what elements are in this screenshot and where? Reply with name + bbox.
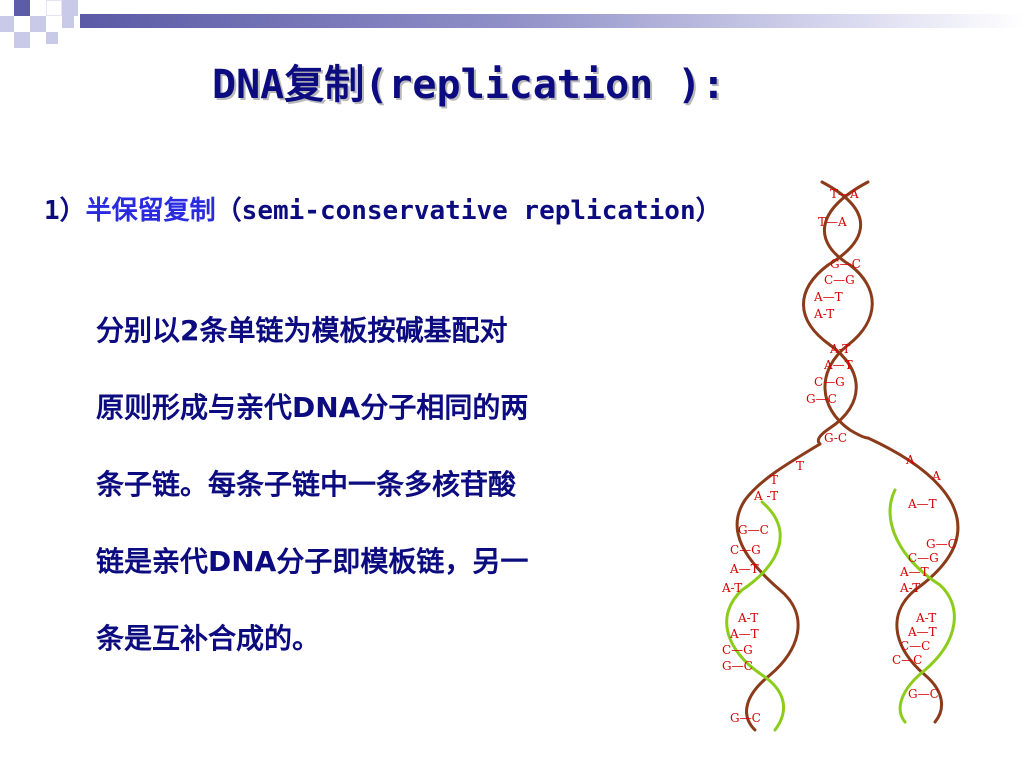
base-pair-label: A—T	[907, 625, 937, 639]
base-pair-label: C—G	[908, 551, 939, 565]
base-pair-label: G—C	[830, 257, 861, 271]
base-pair-label: C—G	[814, 375, 845, 389]
corner-decoration	[0, 0, 96, 64]
body-line: 链是亲代DNA分子即模板链，另一	[96, 545, 529, 578]
corner-square	[30, 16, 46, 32]
base-pair-label: C—G	[722, 643, 753, 657]
slide-subtitle: 1）半保留复制（semi-conservative replication）	[44, 190, 722, 227]
fork-base-label: T	[796, 459, 804, 473]
base-pair-label: G—C	[730, 711, 761, 725]
base-pair-label: T—A	[818, 215, 847, 229]
base-pair-label: A-T	[829, 342, 850, 356]
corner-square	[14, 0, 30, 16]
base-pair-label: A—T	[729, 562, 759, 576]
base-pair-label: A -T	[753, 489, 778, 503]
base-pair-label: A—T	[813, 290, 843, 304]
base-pair-label: A—T	[899, 565, 929, 579]
corner-square	[62, 0, 78, 16]
corner-square	[14, 32, 30, 48]
base-pair-label: G—C	[926, 537, 957, 551]
base-pair-label: A-T	[813, 307, 834, 321]
corner-square	[62, 16, 74, 28]
body-line: 原则形成与亲代DNA分子相同的两	[96, 391, 529, 424]
slide-title: DNA复制(replication ):	[212, 62, 726, 108]
base-pair-label: C—C	[900, 639, 930, 653]
base-pair-label: T—A	[830, 187, 859, 201]
subtitle-chinese: 半保留复制	[85, 196, 216, 226]
base-pair-label: G—C	[908, 687, 939, 701]
base-pair-label: G—C	[722, 659, 753, 673]
dna-replication-fork-figure: T—A T—A G—C C—G A—T A-T A-T A—T C—G G—C …	[721, 180, 960, 732]
left-parent-strand	[735, 442, 822, 732]
fork-base-label: A	[905, 453, 915, 467]
left-new-strand	[725, 500, 785, 732]
base-pair-label: G—C	[738, 523, 769, 537]
base-pair-label: C—G	[730, 543, 761, 557]
subtitle-number: 1）	[44, 196, 86, 226]
right-parent-strand	[866, 436, 960, 724]
corner-square	[0, 16, 14, 32]
fork-base-label: A	[931, 469, 941, 483]
fork-base-label: T	[770, 473, 778, 487]
base-pair-label: A—T	[823, 358, 853, 372]
base-pair-label: G-C	[824, 431, 847, 445]
base-pair-label: A-T	[899, 581, 920, 595]
corner-square	[46, 0, 62, 16]
right-new-strand	[888, 488, 956, 724]
base-pair-label: C—G	[824, 273, 855, 287]
body-line: 条是互补合成的。	[96, 622, 321, 655]
base-pair-label: A-T	[915, 611, 936, 625]
base-pair-label: C—C	[892, 653, 922, 667]
header-gradient-bar	[80, 14, 1024, 28]
body-line: 条子链。每条子链中一条多核苷酸	[96, 468, 517, 501]
body-paragraph: 分别以2条单链为模板按碱基配对 原则形成与亲代DNA分子相同的两 条子链。每条子…	[96, 292, 706, 677]
base-pair-label: A-T	[737, 611, 758, 625]
base-pair-label: A—T	[907, 497, 937, 511]
parent-strand-1	[802, 180, 863, 446]
parent-strand-2	[823, 180, 874, 440]
body-line: 分别以2条单链为模板按碱基配对	[96, 314, 508, 347]
base-pair-label: A—T	[729, 627, 759, 641]
base-pair-label: G—C	[806, 392, 837, 406]
subtitle-english: （semi-conservative replication）	[215, 196, 722, 226]
base-pair-label: A-T	[721, 581, 742, 595]
corner-square	[46, 32, 58, 44]
